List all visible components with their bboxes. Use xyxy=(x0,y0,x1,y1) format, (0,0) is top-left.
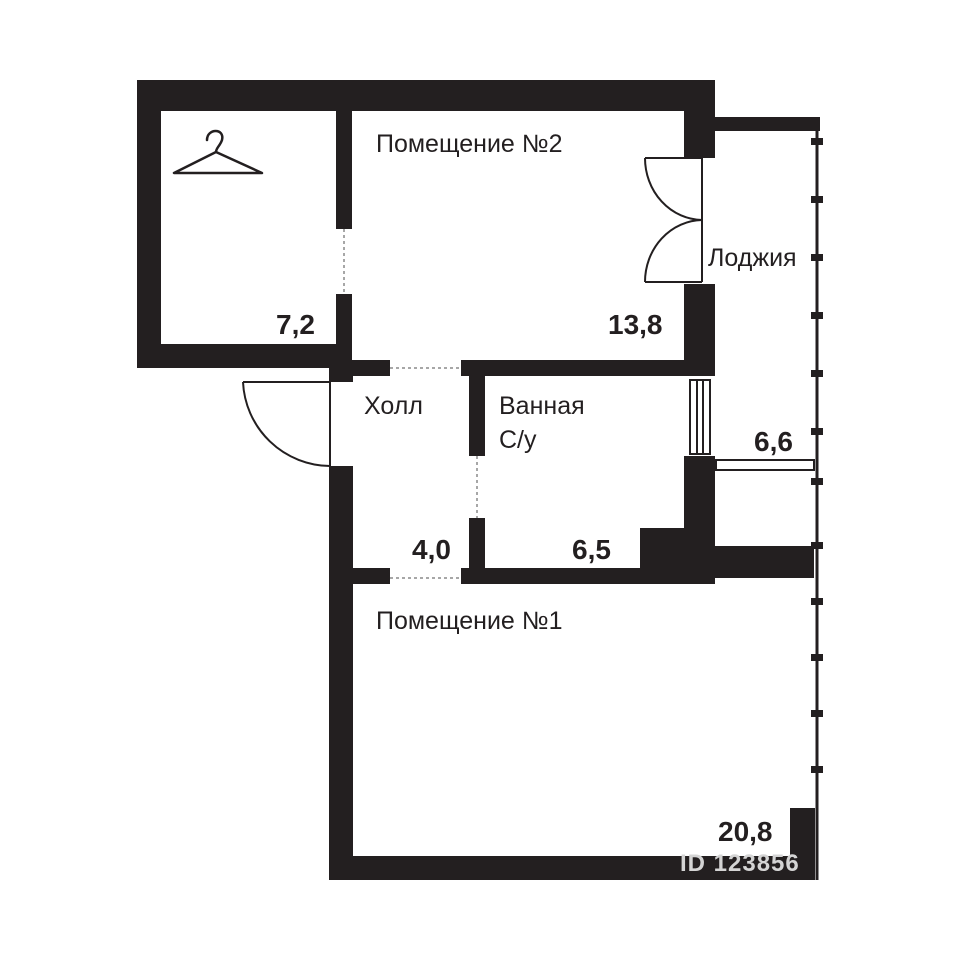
loggia-double-door xyxy=(644,157,703,283)
wall-bathroom-left-upper xyxy=(469,360,485,456)
wall-closet-left xyxy=(137,80,161,368)
loggia-name: Лоджия xyxy=(708,244,797,272)
walls xyxy=(137,80,820,880)
loggia-divider xyxy=(715,459,815,471)
wall-room1-bottom xyxy=(329,856,815,880)
wall-entrance-post xyxy=(329,360,353,382)
room1-name: Помещение №1 xyxy=(376,607,563,635)
loggia-glazing xyxy=(811,117,823,880)
hall-area: 4,0 xyxy=(412,534,451,565)
window-bathroom xyxy=(689,379,711,455)
bathroom-name-line2: С/у xyxy=(499,426,537,454)
wall-bathroom-bottom xyxy=(461,568,695,584)
bathroom-name-line1: Ванная xyxy=(499,392,585,420)
glazing-ticks xyxy=(811,138,823,773)
watermark-text: ID 123856 xyxy=(680,850,800,877)
wall-bathroom-left-lower xyxy=(469,518,485,584)
wall-closet-partition-lower xyxy=(336,294,352,368)
wall-loggia-bottom xyxy=(690,546,814,578)
entrance-door xyxy=(242,381,331,467)
openings xyxy=(343,229,478,579)
bathroom-area: 6,5 xyxy=(572,534,611,565)
closet-area: 7,2 xyxy=(276,309,315,340)
hall-name: Холл xyxy=(364,392,423,420)
wall-room1-left xyxy=(329,466,353,880)
hanger-icon xyxy=(172,129,264,175)
wall-room2-right-lower xyxy=(684,284,715,376)
wall-loggia-top xyxy=(700,117,820,131)
wall-closet-bottom xyxy=(137,344,352,368)
room2-name: Помещение №2 xyxy=(376,130,563,158)
loggia-area: 6,6 xyxy=(754,426,793,457)
room1-area: 20,8 xyxy=(718,816,773,847)
room2-area: 13,8 xyxy=(608,309,663,340)
doors xyxy=(242,157,703,467)
wall-closet-partition-upper xyxy=(336,105,352,229)
wall-top xyxy=(137,80,715,111)
wall-bathroom-top xyxy=(461,360,710,376)
wall-room1-right-stub xyxy=(790,808,815,880)
